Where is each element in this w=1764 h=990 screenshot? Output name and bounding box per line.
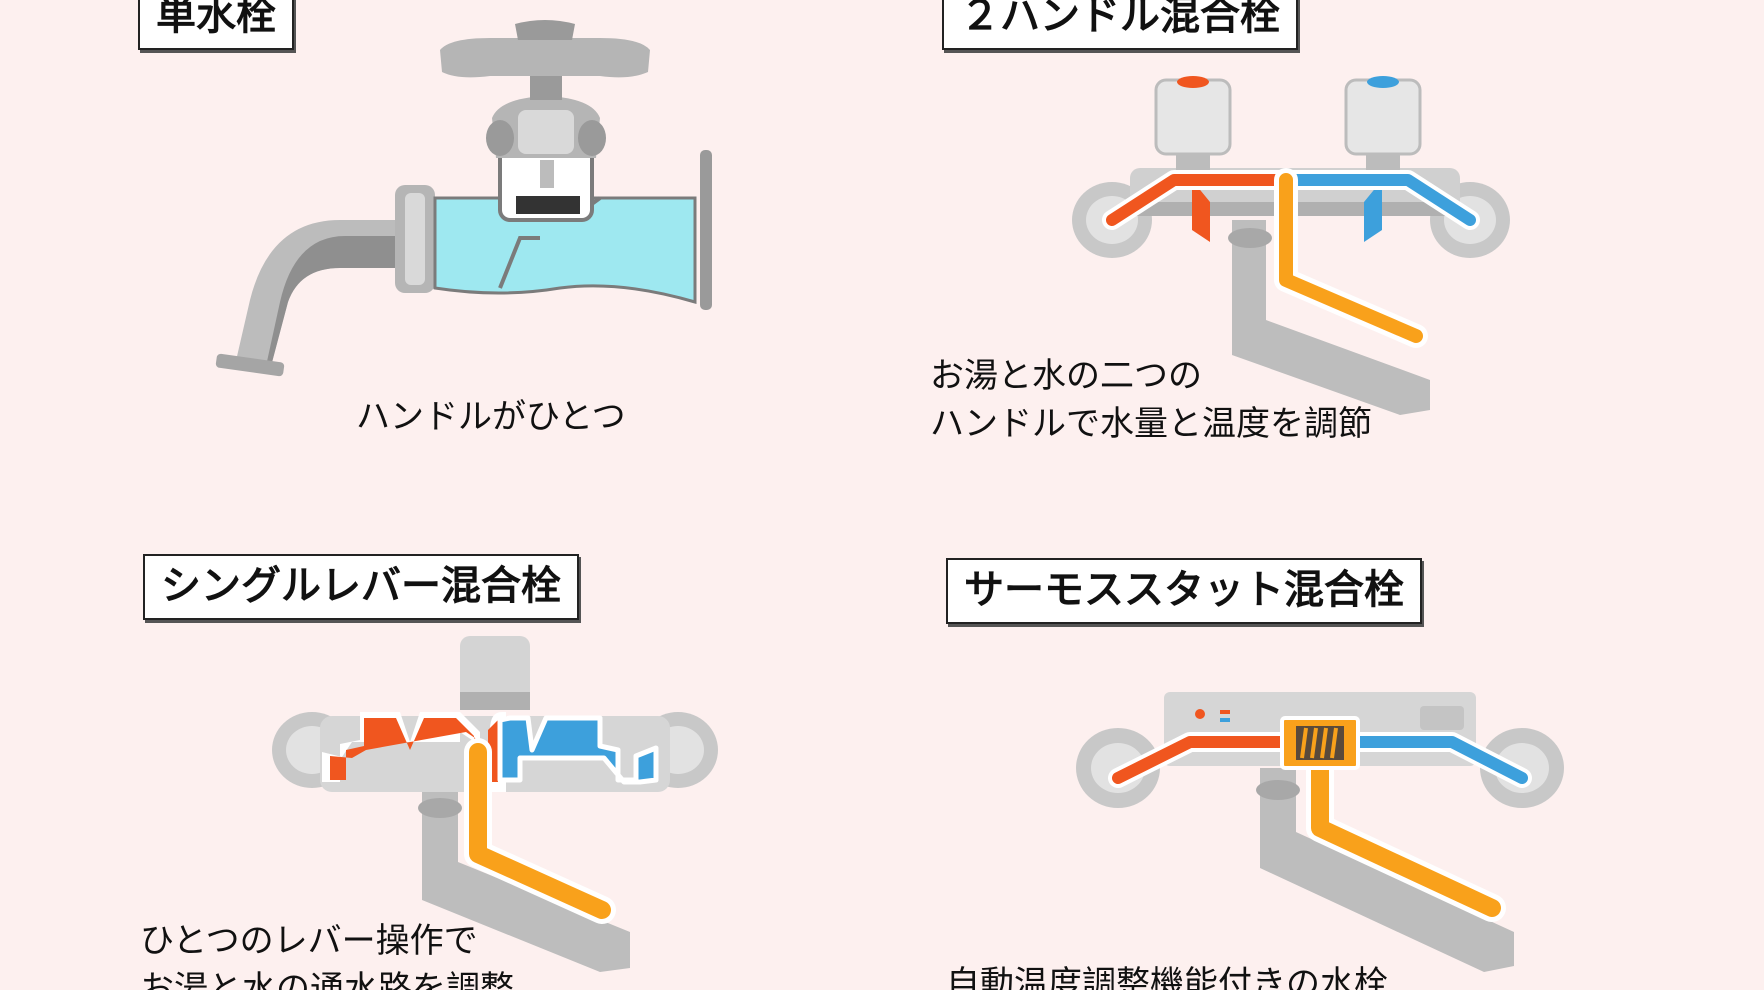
caption-single-lever: ひとつのレバー操作で お湯と水の通水路を調整 [140, 917, 514, 990]
single-lever-illustration [272, 636, 718, 972]
caption-line: ひとつのレバー操作で [140, 921, 478, 961]
title-thermostat: サーモススタット混合栓 [946, 558, 1422, 624]
caption-two-handle: お湯と水の二つの ハンドルで水量と温度を調節 [930, 352, 1372, 448]
caption-single-faucet: ハンドルがひとつ [356, 393, 626, 441]
caption-line: ハンドルがひとつ [356, 397, 626, 437]
thermostat-illustration [1076, 692, 1564, 972]
caption-thermostat: 自動温度調整機能付きの水栓 [946, 960, 1388, 990]
caption-line: ハンドルで水量と温度を調節 [930, 404, 1372, 444]
two-handle-illustration [1072, 76, 1510, 415]
title-two-handle: ２ハンドル混合栓 [942, 0, 1298, 50]
single-faucet-illustration [215, 20, 712, 377]
title-single-faucet: 単水栓 [138, 0, 294, 50]
caption-line: お湯と水の通水路を調整 [140, 969, 514, 990]
caption-line: 自動温度調整機能付きの水栓 [946, 964, 1388, 990]
title-single-lever: シングルレバー混合栓 [143, 554, 579, 620]
caption-line: お湯と水の二つの [930, 356, 1202, 396]
